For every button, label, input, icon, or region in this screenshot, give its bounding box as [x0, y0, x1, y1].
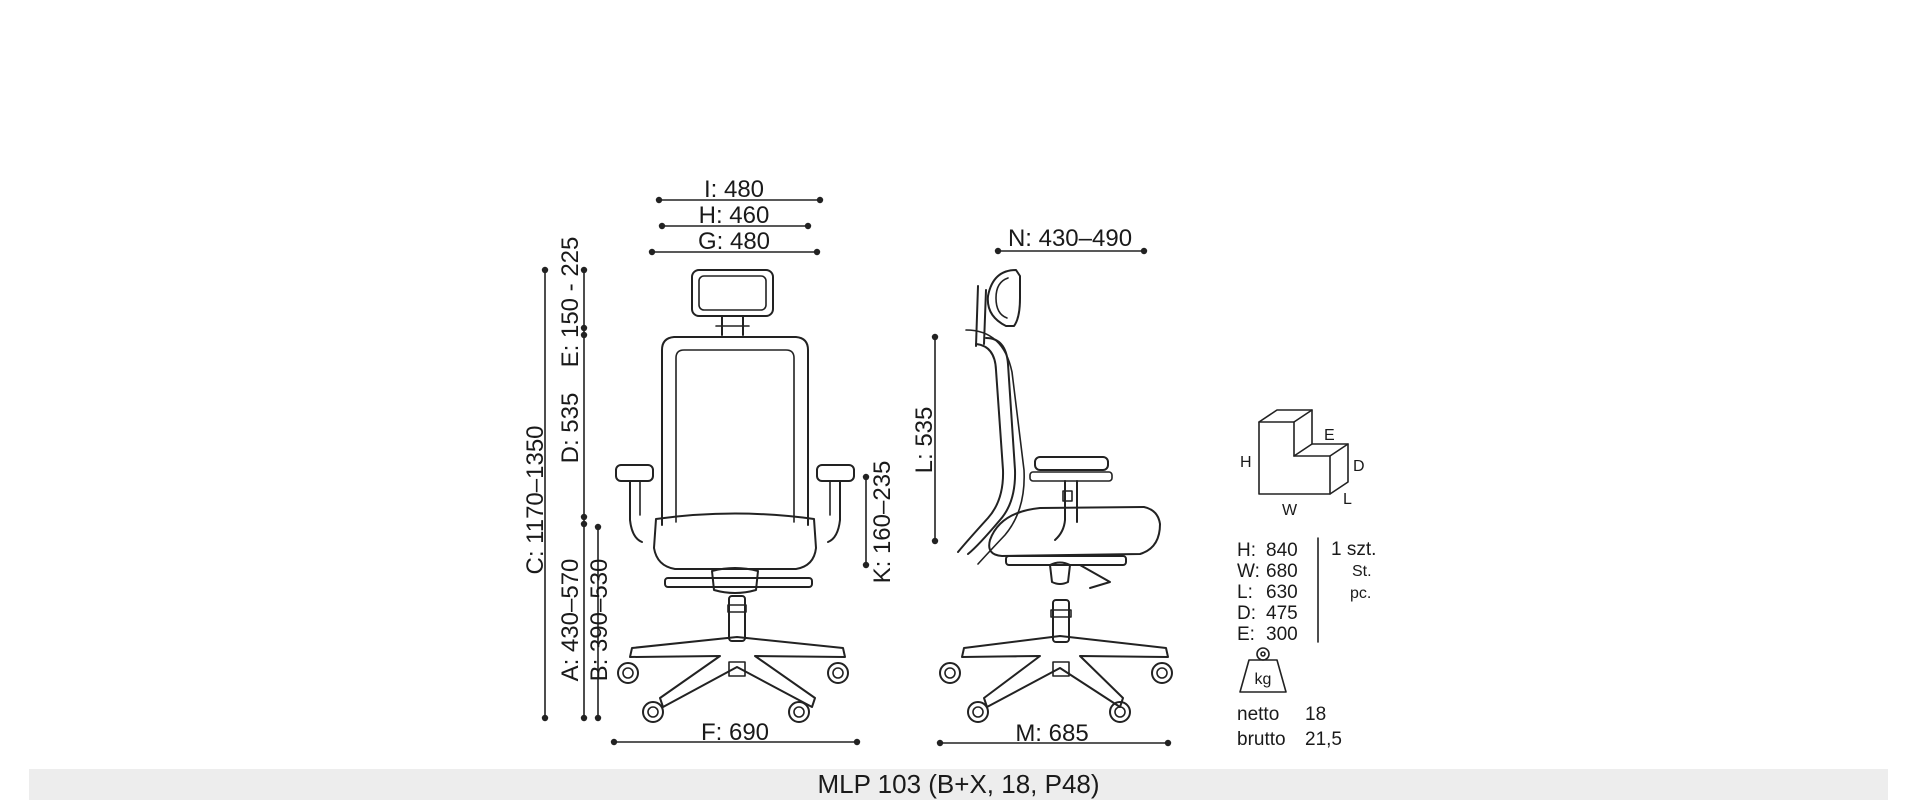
net-weight-label: netto	[1237, 704, 1279, 725]
pkg-w-value: 680	[1266, 561, 1298, 582]
dim-e-label: E: 150 - 225	[557, 237, 584, 368]
box-label-e: E	[1324, 427, 1335, 444]
model-name: MLP 103 (B+X, 18, P48)	[817, 769, 1100, 799]
box-label-d: D	[1353, 458, 1365, 475]
dim-n-label: N: 430–490	[1008, 225, 1132, 252]
pkg-d-key: D:	[1237, 603, 1256, 624]
side-dimension-lines	[931, 247, 1172, 747]
package-dimensions-table: H: 840 W: 680 L: 630 D: 475 E: 300	[1237, 537, 1319, 645]
dim-i-label: I: 480	[704, 176, 764, 203]
gross-weight-value: 21,5	[1305, 729, 1342, 750]
dim-k-label: K: 160–235	[869, 461, 896, 584]
pkg-l-value: 630	[1266, 582, 1298, 603]
footer-bar: MLP 103 (B+X, 18, P48)	[29, 769, 1888, 800]
pkg-h-value: 840	[1266, 540, 1298, 561]
package-box-icon	[1258, 409, 1349, 495]
weight-unit: kg	[1255, 671, 1272, 688]
dim-d-label: D: 535	[557, 393, 584, 464]
dim-g-label: G: 480	[698, 228, 770, 255]
pkg-d-value: 475	[1266, 603, 1298, 624]
side-view-chair	[939, 269, 1173, 723]
dim-m-label: M: 685	[1015, 720, 1088, 747]
dim-f-label: F: 690	[701, 719, 769, 746]
pkg-qty-en: pc.	[1350, 585, 1371, 602]
pkg-qty-de: St.	[1352, 563, 1372, 580]
pkg-e-value: 300	[1266, 624, 1298, 645]
weight-icon	[1239, 647, 1287, 693]
dim-b-label: B: 390–530	[586, 559, 613, 682]
pkg-qty: 1 szt.	[1331, 539, 1376, 560]
net-weight-value: 18	[1305, 704, 1326, 725]
pkg-w-key: W:	[1237, 561, 1260, 582]
dim-c-label: C: 1170–1350	[522, 425, 549, 574]
box-label-h: H	[1240, 454, 1252, 471]
dim-l-label: L: 535	[911, 407, 938, 474]
dim-a-label: A: 430–570	[557, 559, 584, 682]
box-label-w: W	[1282, 502, 1298, 519]
pkg-e-key: E:	[1237, 624, 1255, 645]
dim-h-label: H: 460	[699, 202, 770, 229]
box-label-l: L	[1343, 491, 1352, 508]
front-view-chair	[615, 269, 855, 723]
front-dimension-lines	[541, 196, 870, 746]
pkg-h-key: H:	[1237, 540, 1256, 561]
pkg-l-key: L:	[1237, 582, 1253, 603]
gross-weight-label: brutto	[1237, 729, 1286, 750]
